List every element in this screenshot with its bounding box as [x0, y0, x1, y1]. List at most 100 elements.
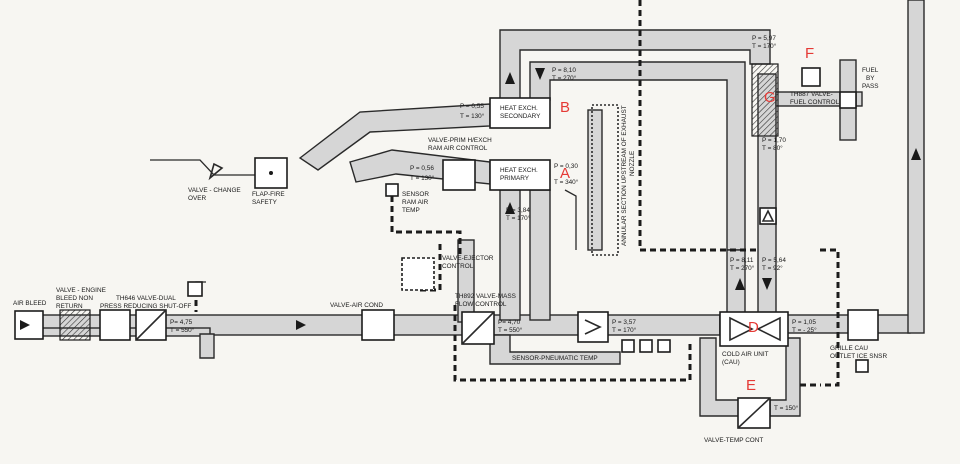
cond-cau-in2-t: T = 92°	[762, 264, 783, 272]
label-mass-flow-2: FLOW CONTROL	[455, 301, 507, 308]
label-annular-2: NOZZLE	[629, 151, 636, 176]
cond-prim-out-p: P = 0,30	[554, 163, 578, 170]
flow-arrows	[296, 68, 921, 330]
heat-exchanger-primary	[489, 159, 551, 191]
label-grille-2: OUTLET ICE SNSR	[830, 353, 887, 360]
ice-sensor	[855, 359, 869, 373]
label-mass-flow-1: TH892 VALVE-MASS	[455, 293, 516, 300]
label-dual-valve-2: PRESS REDUCING SHUT-OFF	[100, 303, 191, 310]
label-fuel-bypass-3: PASS	[862, 83, 879, 90]
label-engine-bleed-3: RETURN	[56, 303, 83, 310]
label-hx-primary-2: PRIMARY	[500, 175, 530, 182]
mass-flow-diagonal	[461, 311, 495, 345]
cond-prim-out-t: T = 340°	[554, 178, 579, 186]
pneumatic-sensor-duct	[489, 334, 621, 365]
changeover-wire	[150, 159, 260, 176]
cond-after-dual-t: T = 550°	[170, 326, 195, 334]
dual-valve-left	[99, 309, 131, 341]
grille-cau-outlet	[847, 309, 879, 341]
label-fuel-bypass-2: BY	[866, 75, 875, 82]
cond-prim-in-t: T = 130°	[410, 174, 435, 182]
air-bleed-arrow-icon	[20, 320, 30, 330]
valve-prim-ram-air	[442, 159, 476, 191]
primary-bleed-wire	[564, 189, 577, 250]
label-flap-fire-1: FLAP-FIRE	[252, 191, 285, 198]
cond-cau-in-p: P = 8,11	[730, 257, 754, 264]
temp-cont-diagonal	[737, 397, 771, 429]
label-annular-1: ANNULAR SECTION UPSTREAM OF EXHAUST	[621, 105, 628, 246]
prim-outlet-duct-right	[529, 189, 551, 321]
cond-sec-out-t: T = 270°	[552, 74, 577, 82]
label-hx-secondary-1: HEAT EXCH.	[500, 105, 538, 112]
secondary-return-duct	[529, 61, 746, 251]
temp-loop-left	[699, 337, 741, 417]
flow-arrow-sec-down-icon	[535, 68, 545, 80]
markers: A B D E F G	[560, 45, 814, 394]
engine-bleed-valve	[59, 309, 91, 341]
label-change-over-2: OVER	[188, 195, 206, 202]
heat-exchanger-secondary	[489, 97, 551, 129]
cold-air-unit	[719, 311, 789, 347]
label-sensor-ram-1: SENSOR	[402, 191, 429, 198]
label-prim-ram-2: RAM AIR CONTROL	[428, 145, 488, 152]
cond-after-prim-t: T = 170°	[612, 326, 637, 334]
cond-after-prim-p: P = 3,57	[612, 319, 636, 326]
cond-after-dual-p: P= 4,75	[170, 319, 193, 326]
valve-after-primary-chevron-icon	[584, 319, 602, 335]
label-sensor-pneumatic: SENSOR-PNEUMATIC TEMP	[512, 355, 598, 362]
cond-cau-in2-p: P = 5,64	[762, 257, 786, 264]
label-air-cond: VALVE-AIR COND	[330, 302, 383, 309]
label-prim-ram-1: VALVE-PRIM H/EXCH	[428, 137, 492, 144]
annular-section-outline	[591, 104, 619, 256]
cond-fuel-low-p: P = 1,70	[762, 137, 786, 144]
sensor-ram-air	[385, 183, 399, 197]
cond-prim-low-p: P = 3,84	[506, 207, 530, 214]
flow-arrow-riser-icon	[911, 148, 921, 160]
valve-fuel-control	[801, 67, 821, 87]
cond-top-right-p: P = 5,97	[752, 35, 776, 42]
fuel-bypass-valve	[839, 91, 857, 109]
conditions: P= 4,75 T = 550° P= 4,70 T = 550° P = 0,…	[170, 35, 817, 412]
flow-arrow-main-icon	[296, 320, 306, 330]
marker-b: B	[560, 99, 570, 116]
control-line-ejector	[420, 240, 442, 292]
control-line-bottom	[453, 305, 692, 382]
cond-cau-out-t: T = - 25°	[792, 326, 817, 334]
valve-after-primary	[577, 311, 609, 343]
label-ejector-1: VALVE-EJECTOR	[442, 255, 494, 262]
pneumatic-sensor-3	[657, 339, 671, 353]
label-flap-fire-2: SAFETY	[252, 199, 278, 206]
marker-d: D	[748, 319, 759, 336]
valve-air-cond	[361, 309, 395, 341]
ducts	[39, 0, 925, 417]
marker-f: F	[805, 45, 814, 62]
dual-valve-actuator	[187, 281, 203, 297]
label-engine-bleed-1: VALVE - ENGINE	[56, 287, 106, 294]
cond-sec-in-p: P = 0,55	[460, 103, 484, 110]
label-air-bleed: AIR BLEED	[13, 300, 47, 307]
cond-prim-in-p: P = 0,56	[410, 165, 434, 172]
label-grille-1: GRILLE CAU	[830, 345, 868, 352]
label-cau-2: (CAU)	[722, 359, 740, 366]
label-ejector-2: CONTROL	[442, 263, 474, 270]
fuel-heat-exchanger	[751, 63, 779, 137]
secondary-loop-duct	[499, 29, 771, 101]
cond-mass-flow-t: T = 550°	[498, 326, 523, 334]
cond-fuel-low-t: T = 80°	[762, 144, 783, 152]
control-line-top	[638, 0, 760, 252]
label-sensor-ram-2: RAM AIR	[402, 199, 429, 206]
cau-compressor-icon	[729, 316, 754, 342]
label-fuel-valve-2: FUEL CONTROL	[790, 99, 840, 106]
cond-cau-out-p: P = 1,05	[792, 319, 816, 326]
triangle-sensor-icon	[761, 209, 775, 222]
flow-arrow-cau-up-icon	[735, 278, 745, 290]
cond-prim-low-t: T = 170°	[506, 214, 531, 222]
marker-a: A	[560, 165, 570, 182]
flow-arrow-sec-up-icon	[505, 72, 515, 84]
cond-sec-in-t: T = 130°	[460, 112, 485, 120]
cond-temp-cont: T = 150°	[774, 404, 799, 412]
cond-cau-in-t: T = 270°	[730, 264, 755, 272]
label-temp-cont: VALVE-TEMP CONT	[704, 437, 763, 444]
cond-top-right-t: T = 170°	[752, 42, 777, 50]
